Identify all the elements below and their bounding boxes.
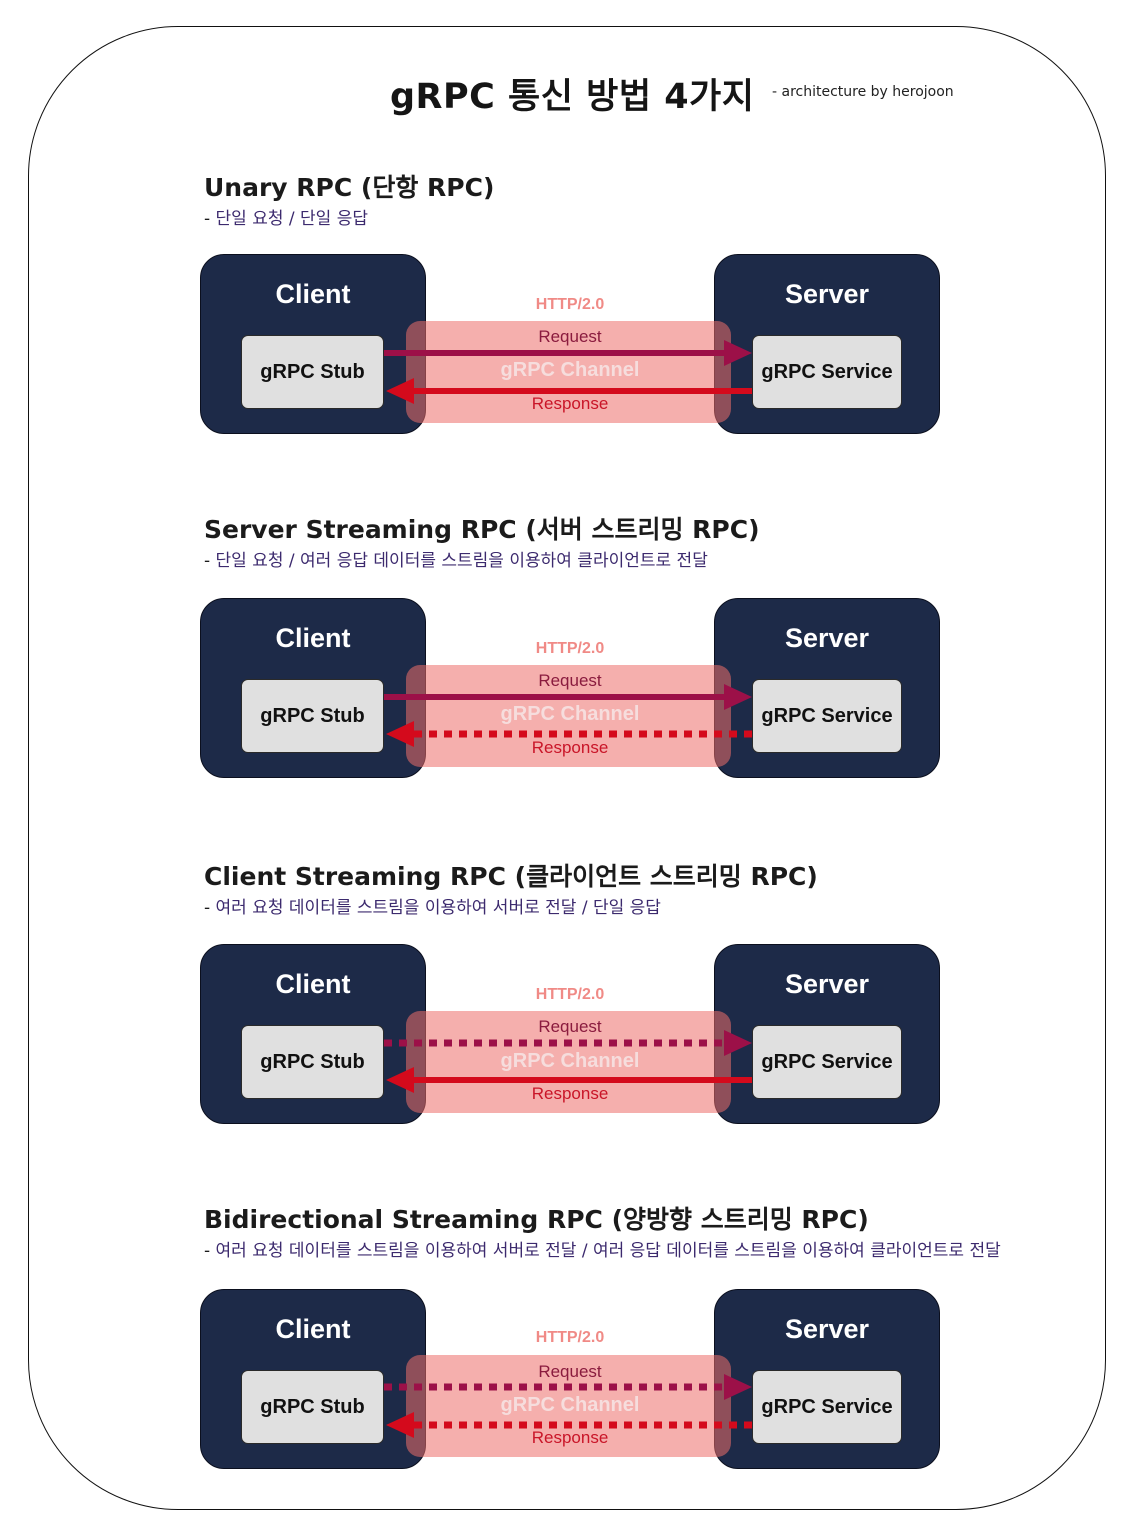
client-node: Client gRPC Stub <box>200 1289 426 1469</box>
channel-label: gRPC Channel <box>500 1050 640 1072</box>
http-label: HTTP/2.0 <box>535 640 605 657</box>
grpc-service-box: gRPC Service <box>752 679 902 753</box>
response-label: Response <box>531 394 609 413</box>
server-node: Server gRPC Service <box>714 944 940 1124</box>
grpc-service-box: gRPC Service <box>752 335 902 409</box>
section-title: Unary RPC (단항 RPC) <box>204 173 495 202</box>
client-title: Client <box>275 279 351 309</box>
grpc-service-box: gRPC Service <box>752 1025 902 1099</box>
section-client-streaming: Client Streaming RPC (클라이언트 스트리밍 RPC) - … <box>0 857 1137 1157</box>
client-node: Client gRPC Stub <box>200 254 426 434</box>
http-label: HTTP/2.0 <box>535 1329 605 1346</box>
section-description: - 단일 요청 / 단일 응답 <box>204 204 368 229</box>
server-node: Server gRPC Service <box>714 254 940 434</box>
grpc-channel-band <box>406 321 731 423</box>
client-title: Client <box>275 1314 351 1344</box>
desc-text: 여러 요청 데이터를 스트림을 이용하여 서버로 전달 / 여러 응답 데이터를… <box>215 1241 1001 1261</box>
request-label: Request <box>538 1362 602 1381</box>
client-title: Client <box>275 969 351 999</box>
grpc-channel-band <box>406 1355 731 1457</box>
desc-text: 단일 요청 / 단일 응답 <box>215 209 369 229</box>
channel-label: gRPC Channel <box>500 359 640 381</box>
desc-dash: - <box>204 551 211 571</box>
section-title: Server Streaming RPC (서버 스트리밍 RPC) <box>204 515 760 544</box>
server-node: Server gRPC Service <box>714 598 940 778</box>
server-node: Server gRPC Service <box>714 1289 940 1469</box>
http-label: HTTP/2.0 <box>535 296 605 313</box>
desc-dash: - <box>204 1241 211 1261</box>
section-description: - 단일 요청 / 여러 응답 데이터를 스트림을 이용하여 클라이언트로 전달 <box>204 546 708 571</box>
channel-label: gRPC Channel <box>500 1394 640 1416</box>
response-label: Response <box>531 738 609 757</box>
server-title: Server <box>784 623 870 653</box>
grpc-stub-box: gRPC Stub <box>241 679 384 753</box>
desc-text: 단일 요청 / 여러 응답 데이터를 스트림을 이용하여 클라이언트로 전달 <box>215 551 708 571</box>
section-description: - 여러 요청 데이터를 스트림을 이용하여 서버로 전달 / 단일 응답 <box>204 893 661 918</box>
desc-dash: - <box>204 898 211 918</box>
section-title: Bidirectional Streaming RPC (양방향 스트리밍 RP… <box>204 1205 869 1234</box>
grpc-stub-box: gRPC Stub <box>241 1370 384 1444</box>
desc-dash: - <box>204 209 211 229</box>
page-title: gRPC 통신 방법 4가지 <box>390 77 755 117</box>
grpc-service-box: gRPC Service <box>752 1370 902 1444</box>
desc-text: 여러 요청 데이터를 스트림을 이용하여 서버로 전달 / 단일 응답 <box>215 898 661 918</box>
response-label: Response <box>531 1084 609 1103</box>
section-title: Client Streaming RPC (클라이언트 스트리밍 RPC) <box>204 862 818 891</box>
response-label: Response <box>531 1428 609 1447</box>
arrows <box>384 340 752 404</box>
client-node: Client gRPC Stub <box>200 598 426 778</box>
client-node: Client gRPC Stub <box>200 944 426 1124</box>
request-label: Request <box>538 671 602 690</box>
section-server-streaming: Server Streaming RPC (서버 스트리밍 RPC) - 단일 … <box>0 510 1137 810</box>
client-title: Client <box>275 623 351 653</box>
grpc-stub-box: gRPC Stub <box>241 1025 384 1099</box>
section-unary: Unary RPC (단항 RPC) - 단일 요청 / 단일 응답 Clien… <box>0 168 1137 468</box>
server-title: Server <box>784 1314 870 1344</box>
request-label: Request <box>538 327 602 346</box>
channel-label: gRPC Channel <box>500 703 640 725</box>
credit-text: - architecture by herojoon <box>772 84 954 100</box>
grpc-stub-box: gRPC Stub <box>241 335 384 409</box>
http-label: HTTP/2.0 <box>535 986 605 1003</box>
section-bidirectional-streaming: Bidirectional Streaming RPC (양방향 스트리밍 RP… <box>0 1200 1137 1500</box>
grpc-channel-band <box>406 665 731 767</box>
request-label: Request <box>538 1017 602 1036</box>
section-description: - 여러 요청 데이터를 스트림을 이용하여 서버로 전달 / 여러 응답 데이… <box>204 1236 1001 1261</box>
server-title: Server <box>784 279 870 309</box>
server-title: Server <box>784 969 870 999</box>
grpc-channel-band <box>406 1011 731 1113</box>
